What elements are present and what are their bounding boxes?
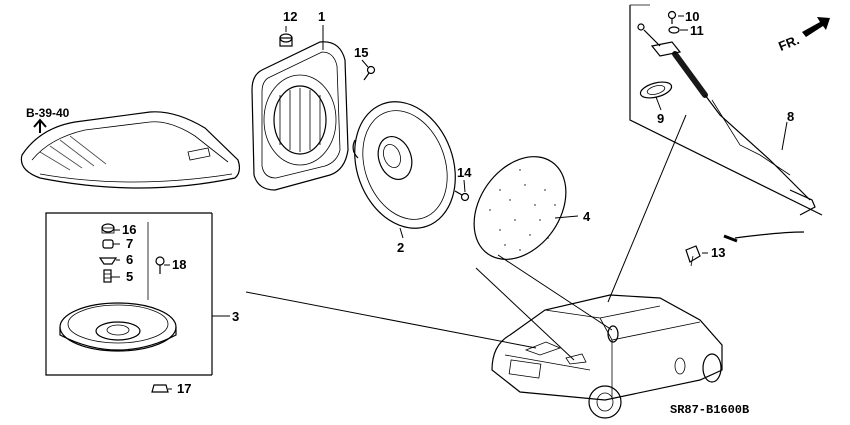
reference-arrow: B-39-40	[26, 106, 70, 133]
callout-2: 2	[397, 240, 404, 255]
callout-16: 16	[122, 222, 136, 237]
front-speaker	[352, 101, 456, 229]
antenna-assembly	[637, 23, 816, 243]
callout-6: 6	[126, 252, 133, 267]
drawing-code: SR87-B1600B	[670, 403, 749, 417]
callout-7: 7	[126, 236, 133, 251]
callout-8: 8	[787, 109, 794, 124]
grommet-9	[639, 81, 673, 99]
callout-9: 9	[657, 111, 664, 126]
callout-18: 18	[172, 257, 186, 272]
front-direction-arrow: FR.	[776, 17, 830, 54]
callout-labels: 1 2 3 4 5 6 7 8 9 10 11 12 13 14 15 16 1…	[122, 9, 794, 396]
parts-bracket	[45, 212, 213, 376]
bushing-7	[102, 239, 114, 249]
screw-5	[103, 269, 112, 283]
callout-12: 12	[283, 9, 297, 24]
nut-16	[101, 223, 115, 234]
bolt-10	[667, 10, 677, 24]
callout-11: 11	[690, 23, 704, 38]
callout-5: 5	[126, 269, 133, 284]
leader-lines	[111, 15, 788, 390]
direction-label: FR.	[776, 32, 801, 54]
callout-1: 1	[318, 9, 325, 24]
callout-14: 14	[457, 165, 472, 180]
callout-15: 15	[354, 45, 368, 60]
callout-10: 10	[685, 9, 699, 24]
rear-speaker	[59, 302, 177, 352]
antenna-kit-outline	[629, 4, 823, 216]
washer-11	[668, 26, 680, 34]
clip-6	[98, 257, 118, 265]
reference-label: B-39-40	[26, 106, 70, 120]
speaker-housing	[251, 41, 349, 191]
screw-18	[155, 256, 165, 274]
screw-14	[454, 190, 470, 202]
screw-15	[363, 65, 376, 81]
rear-shelf-cover	[20, 111, 241, 189]
callout-13: 13	[711, 245, 725, 260]
callout-4: 4	[583, 209, 591, 224]
car-outline	[491, 294, 723, 419]
clip-13	[685, 245, 701, 267]
nut-12	[279, 33, 293, 47]
callout-17: 17	[177, 381, 191, 396]
nut-17	[151, 384, 169, 393]
callout-3: 3	[232, 309, 239, 324]
speaker-grille	[473, 156, 567, 260]
